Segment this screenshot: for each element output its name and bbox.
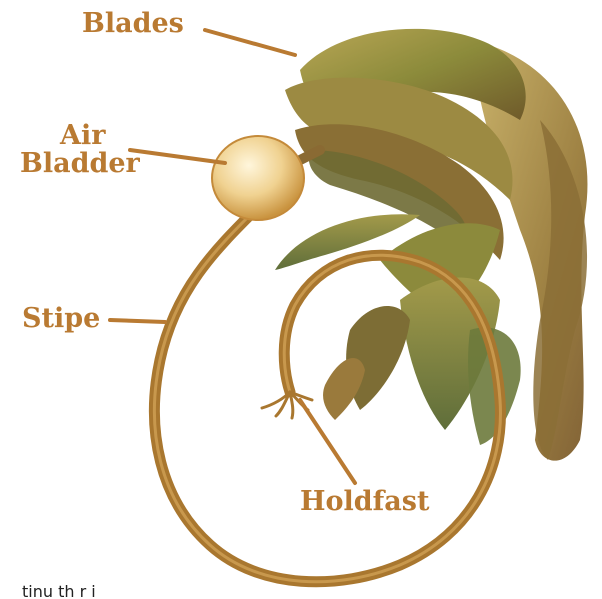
label-air-bladder: Air Bladder	[56, 122, 140, 179]
air-bladder-leader-line	[130, 150, 225, 163]
label-stipe: Stipe	[22, 305, 100, 333]
label-blades: Blades	[82, 10, 184, 38]
label-air-bladder-line1: Air	[56, 122, 140, 150]
stipe-leader-line	[110, 320, 165, 322]
blades-leader-line	[205, 30, 295, 55]
caption-fragment: tinu th r i	[22, 582, 96, 599]
holdfast-leader-line	[300, 400, 355, 483]
air-bladder	[212, 136, 304, 220]
label-holdfast: Holdfast	[300, 488, 429, 516]
label-air-bladder-line2: Bladder	[20, 150, 140, 178]
